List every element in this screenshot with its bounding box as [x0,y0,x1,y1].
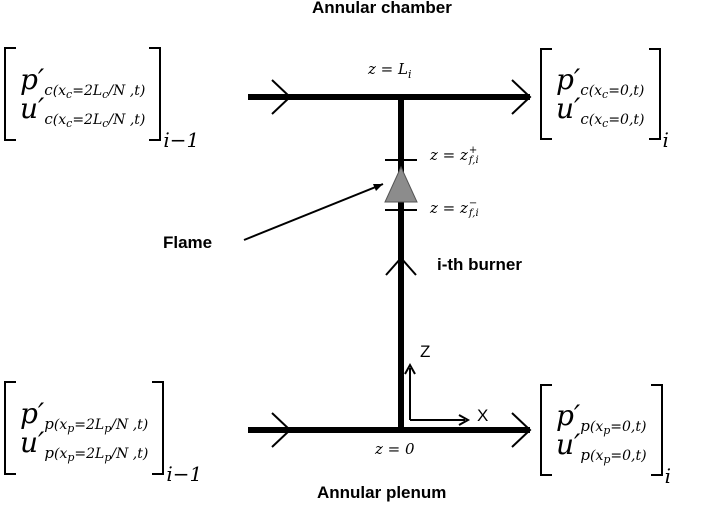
burner-flow-arrow [385,256,417,276]
chamber-arrow-left [271,79,292,115]
left-bracket [540,48,552,140]
level-top-label: z = Li [368,60,412,81]
right-bracket [648,48,661,140]
annular-plenum-title: Annular plenum [317,483,447,502]
right-bracket [650,384,663,476]
axis-z-arrowhead [404,362,416,375]
left-bracket [4,381,16,475]
vector-index: i−1 [166,462,203,486]
flame-icon [384,165,418,203]
vector-index: i [664,464,671,488]
level-zf-plus-label: z = z+f,i [430,145,479,166]
vector-index: i [662,128,669,152]
right-bracket [152,381,165,475]
axis-x-label: X [477,406,489,425]
flame-pointer [243,183,384,241]
chamber-arrow-right [511,79,532,115]
flame-label: Flame [163,233,213,252]
left-bracket [540,384,552,476]
vector-index: i−1 [163,128,200,152]
burner-label: i-th burner [437,255,522,274]
level-zf-minus-label: z = z−f,i [430,198,479,219]
right-bracket [149,47,162,141]
plenum-arrow-right [511,412,532,448]
plenum-arrow-left [271,412,292,448]
axis-x-arrowhead [458,414,471,426]
annular-chamber-title: Annular chamber [312,0,452,17]
level-bottom-label: z = 0 [375,440,415,458]
left-bracket [4,47,16,141]
axis-z-label: Z [420,342,431,361]
flame-pointer-head [373,184,383,191]
